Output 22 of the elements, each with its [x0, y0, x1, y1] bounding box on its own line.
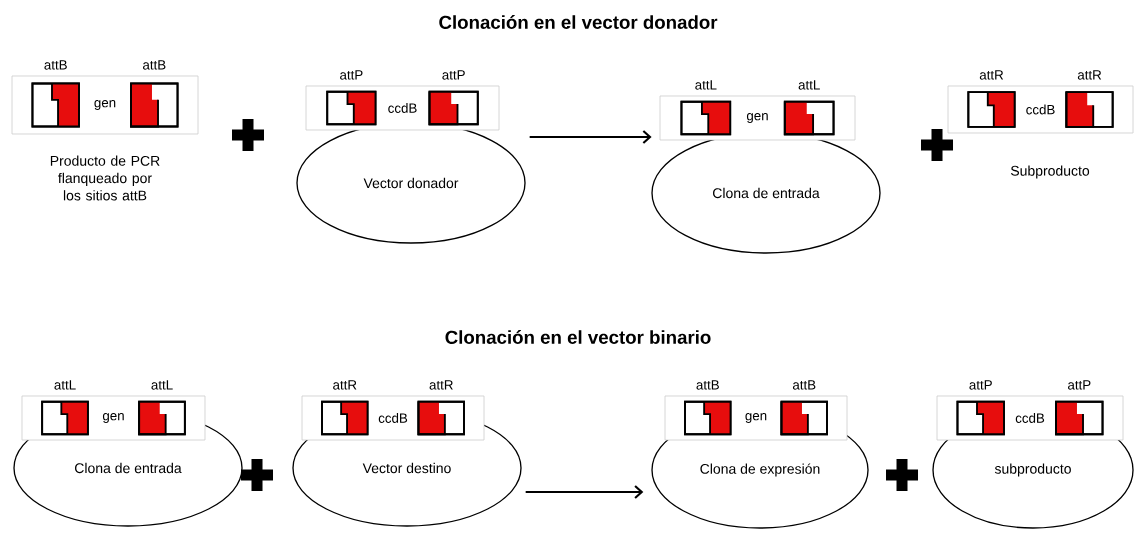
section-heading: Clonación en el vector donador [439, 15, 718, 29]
site-label: attR [333, 380, 357, 390]
caption-text: Subproducto [1010, 165, 1090, 179]
site-label: attL [151, 380, 173, 390]
site-label: attB [44, 60, 67, 70]
site-label: attP [1068, 380, 1091, 390]
site-label: attR [1077, 70, 1102, 80]
site-label: attB [143, 60, 166, 70]
site-label: attP [442, 70, 465, 80]
arrow [525, 485, 644, 499]
site-label: attR [979, 70, 1004, 80]
site-label: attB [792, 380, 816, 390]
site-label: attL [798, 80, 820, 90]
site-label: attB [696, 380, 719, 390]
caption-text: Producto de PCR flanqueado por los sitios attB [50, 155, 160, 201]
site-label: attP [340, 70, 363, 80]
site-label: attP [969, 380, 992, 390]
arrow [529, 130, 652, 144]
section-heading: Clonación en el vector binario [445, 330, 711, 344]
site-label: attL [54, 380, 76, 390]
site-label: attR [429, 380, 453, 390]
site-label: attL [695, 80, 717, 90]
